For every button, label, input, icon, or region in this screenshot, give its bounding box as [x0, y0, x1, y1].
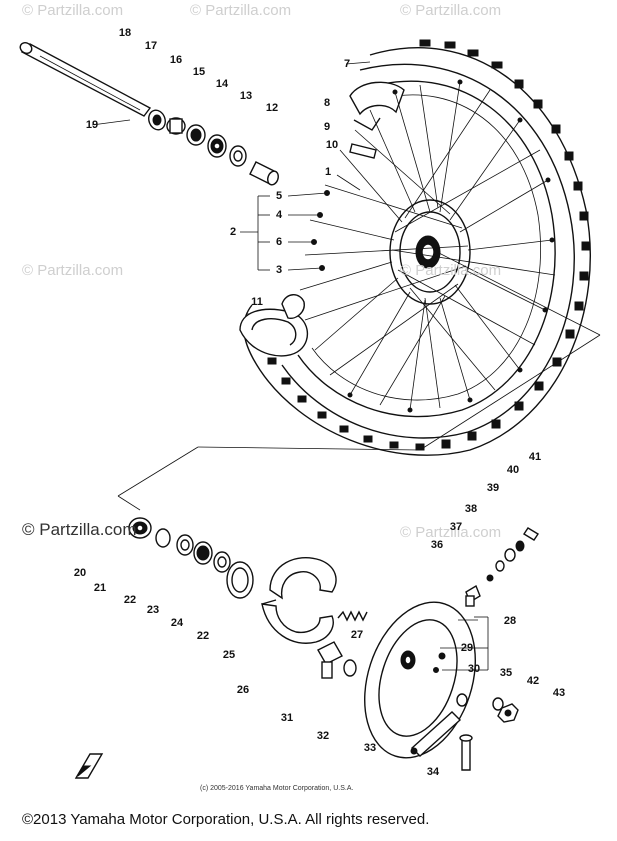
- part-number-label: 3: [275, 264, 283, 276]
- part-number-label: 11: [251, 296, 263, 308]
- part-number-label: 39: [486, 482, 500, 494]
- watermark: © Partzilla.com: [400, 2, 502, 19]
- part-number-label: 36: [430, 539, 444, 551]
- part-number-label: 29: [460, 642, 474, 654]
- part-number-label: 12: [265, 102, 279, 114]
- axle-group: [19, 42, 279, 186]
- part-number-label: 33: [363, 742, 377, 754]
- part-number-label: 14: [215, 78, 229, 90]
- part-number-label: 27: [350, 629, 364, 641]
- part-number-label: 25: [222, 649, 236, 661]
- watermark: © Partzilla.com: [190, 2, 292, 19]
- watermark: © Partzilla.com: [400, 524, 502, 541]
- part-number-label: 22: [196, 630, 210, 642]
- wheel-group: [239, 39, 601, 456]
- part-number-label: 35: [499, 667, 513, 679]
- copyright-small: (c) 2005-2016 Yamaha Motor Corporation, …: [200, 785, 354, 792]
- part-number-label: 13: [239, 90, 253, 102]
- watermark: © Partzilla.com: [22, 262, 124, 279]
- watermark: © Partzilla.com: [400, 262, 502, 279]
- part-number-label: 21: [93, 582, 107, 594]
- part-number-label: 10: [325, 139, 339, 151]
- part-number-label: 17: [144, 40, 158, 52]
- part-number-label: 41: [528, 451, 542, 463]
- part-number-label: 6: [275, 236, 283, 248]
- part-number-label: 8: [323, 97, 331, 109]
- part-number-label: 1: [324, 166, 332, 178]
- part-number-label: 28: [503, 615, 517, 627]
- part-number-label: 31: [280, 712, 294, 724]
- part-number-label: 24: [170, 617, 184, 629]
- part-number-label: 22: [123, 594, 137, 606]
- part-number-label: 38: [464, 503, 478, 515]
- part-number-label: 18: [118, 27, 132, 39]
- part-number-label: 7: [343, 58, 351, 70]
- part-number-label: 4: [275, 209, 283, 221]
- part-number-label: 26: [236, 684, 250, 696]
- part-number-label: 5: [275, 190, 283, 202]
- part-number-label: 16: [169, 54, 183, 66]
- part-number-label: 30: [467, 663, 481, 675]
- watermark-dark: © Partzilla.com: [22, 520, 137, 539]
- part-number-label: 23: [146, 604, 160, 616]
- brake-group: [74, 174, 539, 779]
- part-number-label: 9: [323, 121, 331, 133]
- part-number-label: 37: [449, 521, 463, 533]
- part-number-label: 43: [552, 687, 566, 699]
- part-number-label: 19: [85, 119, 99, 131]
- watermark: © Partzilla.com: [22, 2, 124, 19]
- guide-lines: [91, 61, 421, 511]
- part-number-label: 32: [316, 730, 330, 742]
- part-number-label: 34: [426, 766, 440, 778]
- part-number-label: 42: [526, 675, 540, 687]
- part-number-label: 15: [192, 66, 206, 78]
- copyright-main: ©2013 Yamaha Motor Corporation, U.S.A. A…: [22, 811, 430, 828]
- part-number-label: 20: [73, 567, 87, 579]
- part-number-label: 2: [229, 226, 237, 238]
- part-number-label: 40: [506, 464, 520, 476]
